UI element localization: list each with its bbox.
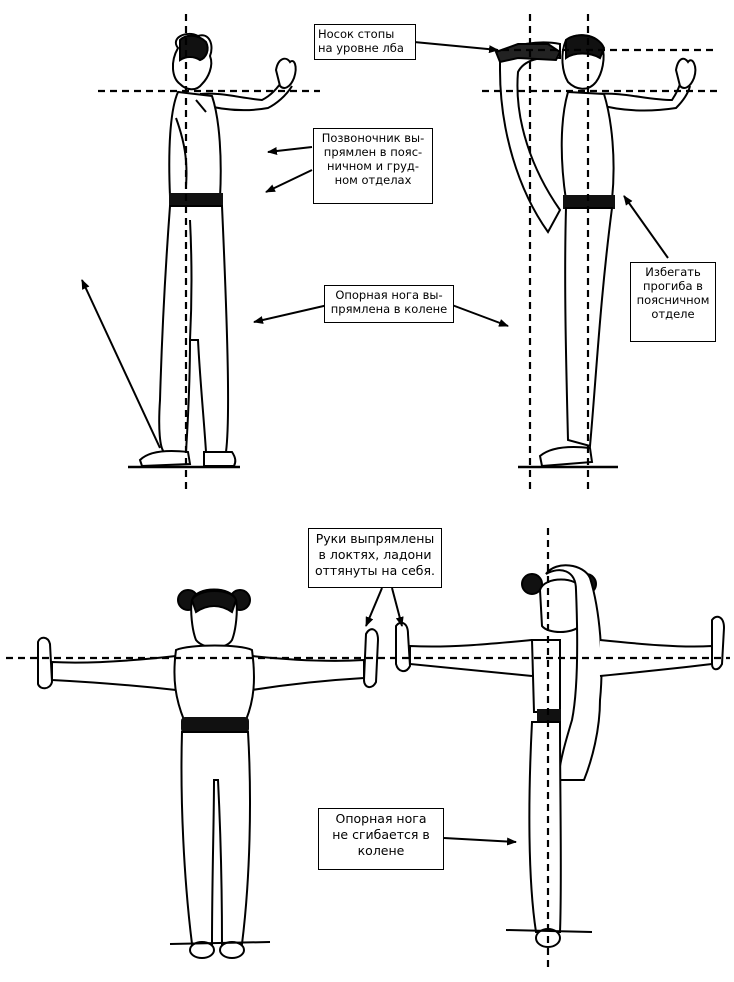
callout-line: оттянуты на себя. (312, 563, 438, 579)
figure-bottom-right (396, 565, 724, 947)
callout-line: Носок стопы (318, 27, 412, 41)
callout-line: на уровне лба (318, 41, 412, 55)
callout-line: ничном и груд- (317, 159, 429, 173)
callout-avoid-arch: Избегать прогиба в поясничном отделе (630, 262, 716, 342)
callout-line: Избегать (634, 265, 712, 279)
callout-arms: Руки выпрямлены в локтях, ладони оттянут… (308, 528, 442, 588)
callout-line: поясничном (634, 293, 712, 307)
callout-line: отделе (634, 307, 712, 321)
callout-line: ном отделах (317, 173, 429, 187)
callout-line: Руки выпрямлены (312, 531, 438, 547)
callout-line: прямлен в пояс- (317, 145, 429, 159)
figure-top-right (496, 35, 695, 467)
callout-support-leg-top: Опорная нога вы- прямлена в колене (324, 285, 454, 323)
arm-left (52, 656, 176, 690)
torso (169, 92, 220, 198)
callout-support-leg-bottom: Опорная нога не сгибается в колене (318, 808, 444, 870)
callout-line: не сгибается в (322, 827, 440, 843)
figure-bottom-left (38, 590, 378, 959)
callout-line: Позвоночник вы- (317, 131, 429, 145)
figure-top-left (128, 34, 296, 467)
arm-right (252, 656, 364, 690)
callout-line: прямлена в колене (328, 302, 450, 316)
callout-toe-level: Носок стопы на уровне лба (314, 24, 416, 60)
callout-spine: Позвоночник вы- прямлен в пояс- ничном и… (313, 128, 433, 204)
callout-line: Опорная нога (322, 811, 440, 827)
callout-line: колене (322, 843, 440, 859)
callout-line: в локтях, ладони (312, 547, 438, 563)
callout-line: Опорная нога вы- (328, 288, 450, 302)
callout-line: прогиба в (634, 279, 712, 293)
legs (159, 206, 228, 452)
